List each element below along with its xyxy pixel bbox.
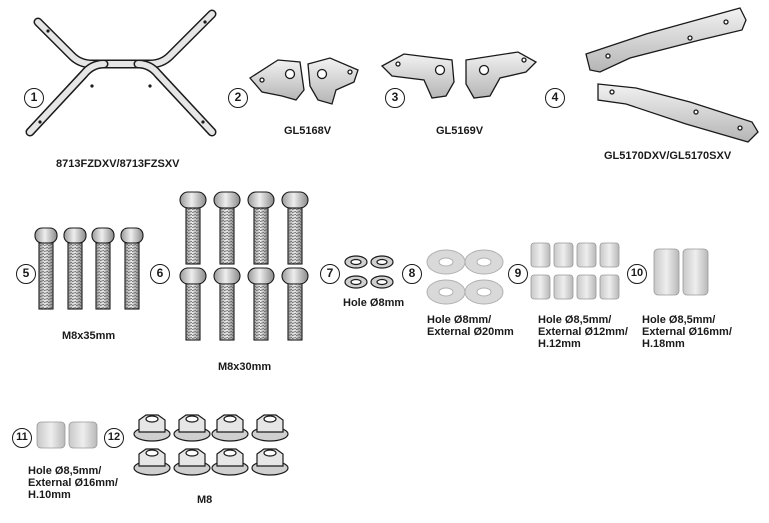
part-code-1: 8713FZDXV/8713FZSXV: [56, 158, 180, 170]
washer-desc-7: Hole Ø8mm: [343, 297, 405, 309]
frame-part: [25, 9, 217, 137]
flange-nuts: [133, 414, 289, 476]
desc-line: Hole Ø8,5mm/: [28, 465, 102, 477]
desc-line: Hole Ø8,5mm/: [538, 314, 612, 326]
part-code-4: GL5170DXV/GL5170SXV: [604, 150, 732, 162]
part-code-2: GL5168V: [284, 125, 332, 137]
side-plates-gl5170: [585, 7, 759, 143]
desc-line: Hole Ø8,5mm/: [642, 314, 716, 326]
item-number-10: 10: [627, 264, 647, 284]
item-number-6: 6: [150, 264, 170, 284]
item-number-8: 8: [402, 264, 422, 284]
item-number-2: 2: [228, 88, 248, 108]
bracket-pair-gl5169v: [380, 51, 538, 99]
washer-desc-8: Hole Ø8mm/ External Ø20mm: [427, 314, 514, 338]
part-code-3: GL5169V: [436, 125, 484, 137]
spacer-desc-9: Hole Ø8,5mm/ External Ø12mm/ H.12mm: [538, 314, 628, 350]
desc-line: H.10mm: [28, 489, 71, 501]
item-number-9: 9: [508, 264, 528, 284]
item-number-7: 7: [320, 264, 340, 284]
item-number-12: 12: [104, 428, 124, 448]
item-number-5: 5: [16, 264, 36, 284]
bolts-m8x30: [179, 191, 309, 341]
spacers-h18: [653, 248, 709, 296]
spacer-desc-11: Hole Ø8,5mm/ External Ø16mm/ H.10mm: [28, 465, 118, 501]
desc-line: Hole Ø8mm/: [427, 314, 492, 326]
desc-line: External Ø16mm/: [28, 477, 118, 489]
item-number-3: 3: [385, 88, 405, 108]
item-number-1: 1: [24, 88, 44, 108]
desc-line: External Ø20mm: [427, 326, 514, 338]
spacers-h12: [530, 242, 620, 300]
desc-line: External Ø12mm/: [538, 326, 628, 338]
spring-washers: [344, 255, 394, 289]
desc-line: H.18mm: [642, 338, 685, 350]
spacer-desc-10: Hole Ø8,5mm/ External Ø16mm/ H.18mm: [642, 314, 732, 350]
bolts-m8x35: [34, 227, 144, 310]
spacers-h10: [36, 421, 98, 449]
bolt-size-6: M8x30mm: [218, 361, 272, 373]
item-number-11: 11: [12, 428, 32, 448]
desc-line: H.12mm: [538, 338, 581, 350]
nut-size-12: M8: [197, 494, 213, 506]
item-number-4: 4: [545, 88, 565, 108]
bolt-size-5: M8x35mm: [62, 330, 116, 342]
bracket-pair-gl5168v: [249, 57, 359, 105]
flat-washers: [426, 249, 504, 305]
desc-line: External Ø16mm/: [642, 326, 732, 338]
